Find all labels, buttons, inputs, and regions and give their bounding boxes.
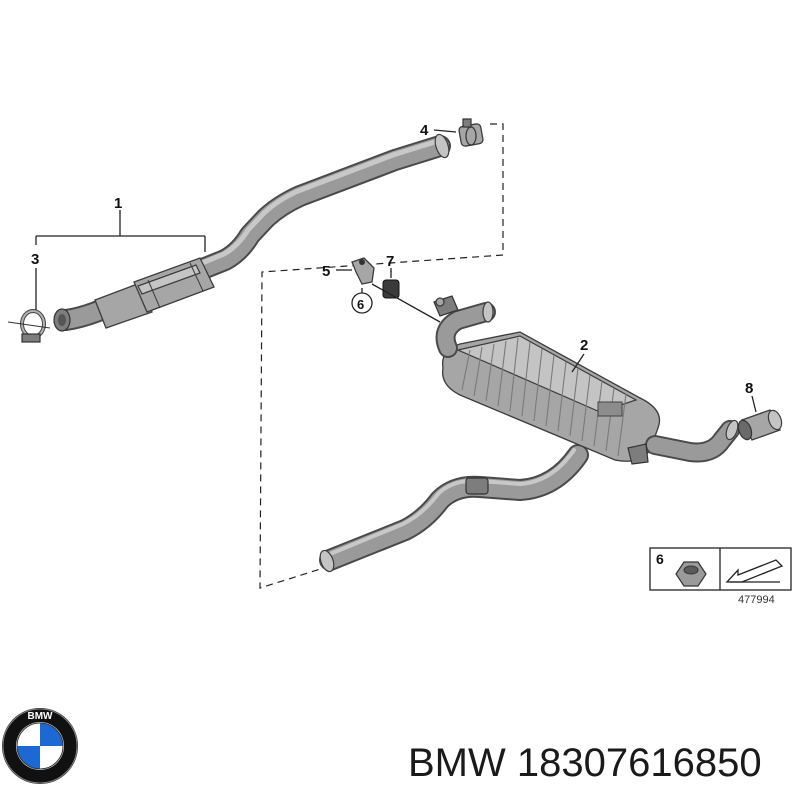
part-number: 18307616850	[516, 741, 762, 785]
front-pipe-catalytic-converter	[53, 133, 451, 332]
rear-silencer-assembly	[319, 295, 740, 573]
callout-3: 3	[31, 251, 39, 268]
callout-numbers: 1 2 3 4 5 6 7 8	[31, 122, 753, 397]
callout-6-circle	[351, 292, 373, 314]
callout-leaders	[35, 129, 757, 413]
part-caption: BMW 18307616850	[408, 738, 762, 788]
callout-8: 8	[745, 380, 753, 397]
brand-name: BMW	[408, 741, 506, 785]
bmw-logo-text: BMW	[28, 711, 54, 722]
legend-box: 6 477994	[649, 547, 792, 606]
hex-nut-icon	[675, 561, 707, 587]
callout-1: 1	[114, 195, 122, 212]
exhaust-clamp	[7, 309, 51, 343]
arrow-symbol-icon	[725, 559, 784, 583]
tailpipe-tip	[737, 409, 783, 441]
callout-5: 5	[322, 263, 330, 280]
callout-4: 4	[420, 122, 429, 139]
dashed-assembly-frame	[259, 123, 504, 589]
hanger-bracket	[351, 257, 375, 285]
callout-6: 6	[357, 297, 364, 312]
reference-number: 477994	[738, 594, 775, 606]
rubber-mount	[382, 271, 400, 299]
bmw-logo: BMW	[2, 708, 78, 784]
callout-2: 2	[580, 337, 588, 354]
pipe-clamp-top	[458, 118, 484, 147]
callout-7: 7	[386, 253, 394, 270]
legend-number: 6	[656, 551, 664, 567]
